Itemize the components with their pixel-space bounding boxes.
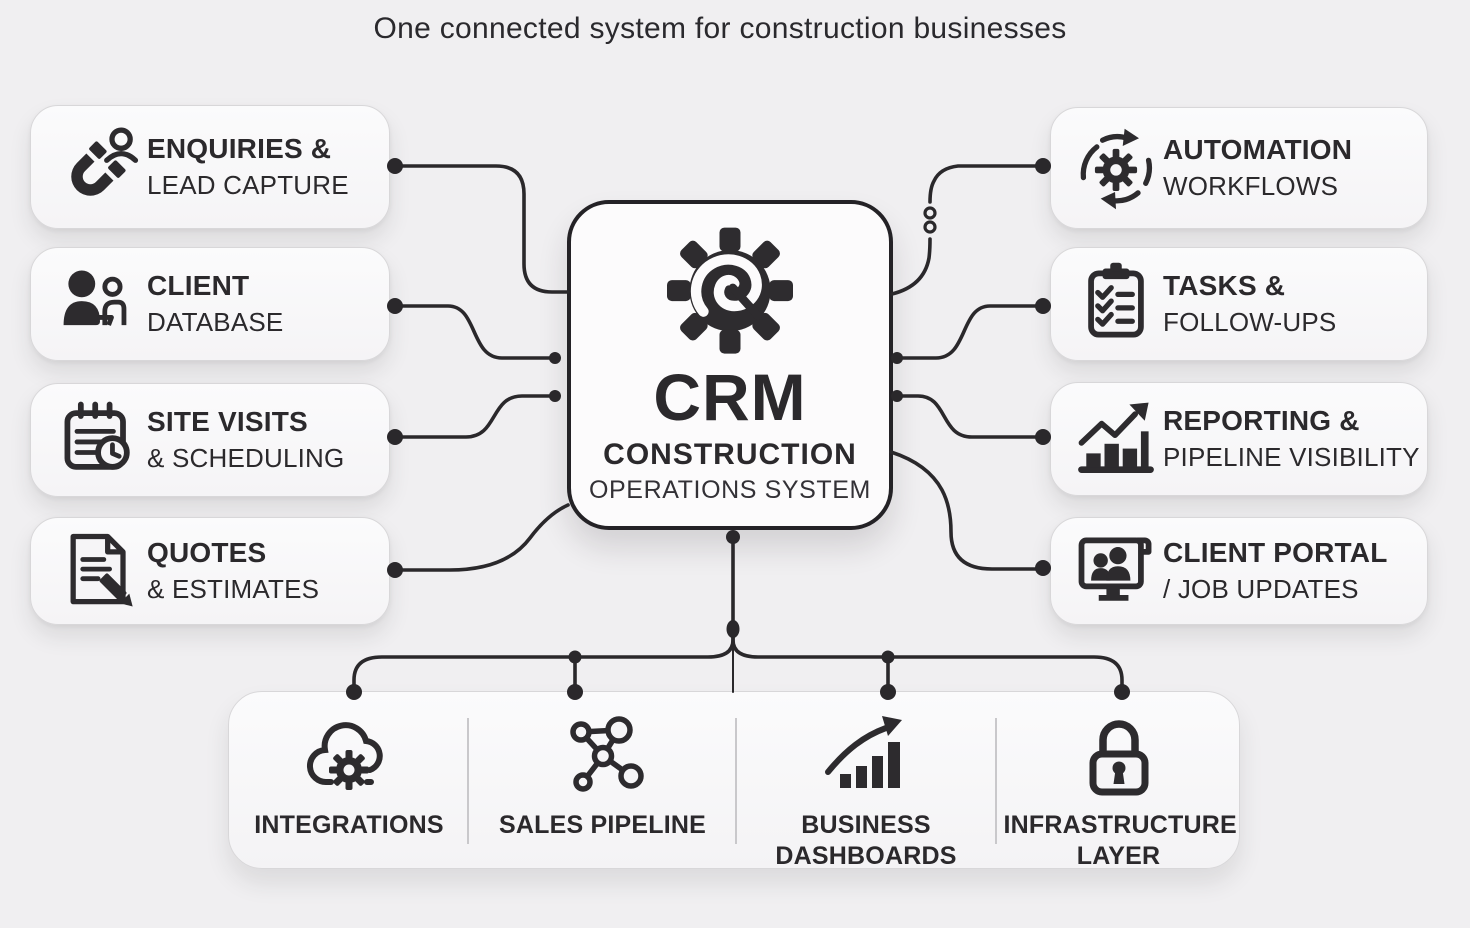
monitor-people-icon xyxy=(1069,525,1163,617)
bottom-node-label: BUSINESS DASHBOARDS xyxy=(775,811,957,870)
wire-enquiries-to-crm xyxy=(393,164,570,294)
growth-chart-icon xyxy=(814,704,918,806)
node-tasks-follow-ups: TASKS & FOLLOW-UPS xyxy=(1050,247,1428,361)
node-label-line1: AUTOMATION xyxy=(1163,134,1353,166)
node-site-visits-scheduling: SITE VISITS & SCHEDULING xyxy=(30,383,390,497)
node-automation-workflows: AUTOMATION WORKFLOWS xyxy=(1050,107,1428,229)
center-acronym: CRM xyxy=(653,360,807,434)
node-label-line1: ENQUIRIES & xyxy=(147,133,332,165)
bottom-divider xyxy=(735,718,737,844)
node-label-line1: TASKS & xyxy=(1163,270,1286,302)
bottom-node-business-dashboards: BUSINESS DASHBOARDS xyxy=(736,692,996,871)
node-label-line2: LEAD CAPTURE xyxy=(147,170,349,201)
client-person-icon xyxy=(53,258,147,350)
cloud-gear-icon xyxy=(297,704,401,806)
node-label-line2: & ESTIMATES xyxy=(147,574,320,605)
magnet-lead-icon xyxy=(53,121,147,213)
node-crm-center: CRM CONSTRUCTION OPERATIONS SYSTEM xyxy=(567,200,893,530)
wire-crm-to-client-portal xyxy=(889,450,1042,571)
node-quotes-estimates: QUOTES & ESTIMATES xyxy=(30,517,390,625)
node-label-line1: CLIENT PORTAL xyxy=(1163,537,1388,569)
bottom-node-label: SALES PIPELINE xyxy=(498,811,706,839)
bottom-divider xyxy=(995,718,997,844)
wire-tasks-to-crm xyxy=(898,304,1045,360)
node-label-line2: & SCHEDULING xyxy=(147,443,345,474)
wire-crm-to-automation-b xyxy=(928,164,1043,204)
network-nodes-icon xyxy=(551,704,655,806)
gear-cycle-icon xyxy=(1069,122,1163,214)
wire-quotes-to-crm xyxy=(393,503,570,572)
node-label-line1: REPORTING & xyxy=(1163,405,1360,437)
bottom-node-label: INFRASTRUCTURE LAYER xyxy=(1003,811,1237,870)
bottom-node-integrations: INTEGRATIONS xyxy=(229,692,469,871)
gear-spiral-icon xyxy=(655,222,805,362)
padlock-icon xyxy=(1067,704,1171,806)
wire-branch-right xyxy=(731,632,1124,693)
wire-branch-left xyxy=(352,632,735,693)
node-client-database: CLIENT DATABASE xyxy=(30,247,390,361)
bottom-layer-bar: INTEGRATIONS SALES PIPELINE xyxy=(228,691,1241,871)
node-label-line1: QUOTES xyxy=(147,537,267,569)
clipboard-checklist-icon xyxy=(1069,258,1163,350)
wire-client-db-to-crm xyxy=(393,304,552,360)
bottom-node-infrastructure-layer: INFRASTRUCTURE LAYER xyxy=(996,692,1241,871)
wire-crm-to-automation-a xyxy=(890,237,932,296)
bottom-divider xyxy=(467,718,469,844)
node-client-portal: CLIENT PORTAL / JOB UPDATES xyxy=(1050,517,1428,625)
node-reporting-pipeline: REPORTING & PIPELINE VISIBILITY xyxy=(1050,382,1428,496)
wire-donut-dots xyxy=(923,206,937,234)
center-line1: CONSTRUCTION xyxy=(603,438,857,471)
wire-crm-to-site-visits xyxy=(393,394,557,439)
page-title: One connected system for construction bu… xyxy=(373,12,1067,45)
center-line2: OPERATIONS SYSTEM xyxy=(588,476,871,504)
bar-chart-arrow-icon xyxy=(1069,393,1163,485)
node-label-line1: SITE VISITS xyxy=(147,406,308,438)
node-label-line2: / JOB UPDATES xyxy=(1163,574,1359,605)
bottom-node-label: INTEGRATIONS xyxy=(254,811,444,839)
node-label-line1: CLIENT xyxy=(147,270,250,302)
wire-crm-to-reporting xyxy=(895,394,1045,439)
calendar-clock-icon xyxy=(53,394,147,486)
bottom-node-sales-pipeline: SALES PIPELINE xyxy=(469,692,736,871)
node-label-line2: FOLLOW-UPS xyxy=(1163,307,1337,338)
node-label-line2: PIPELINE VISIBILITY xyxy=(1163,442,1420,473)
node-label-line2: WORKFLOWS xyxy=(1163,171,1339,202)
document-pencil-icon xyxy=(53,525,147,617)
node-label-line2: DATABASE xyxy=(147,307,284,338)
node-enquiries-lead-capture: ENQUIRIES & LEAD CAPTURE xyxy=(30,105,390,229)
